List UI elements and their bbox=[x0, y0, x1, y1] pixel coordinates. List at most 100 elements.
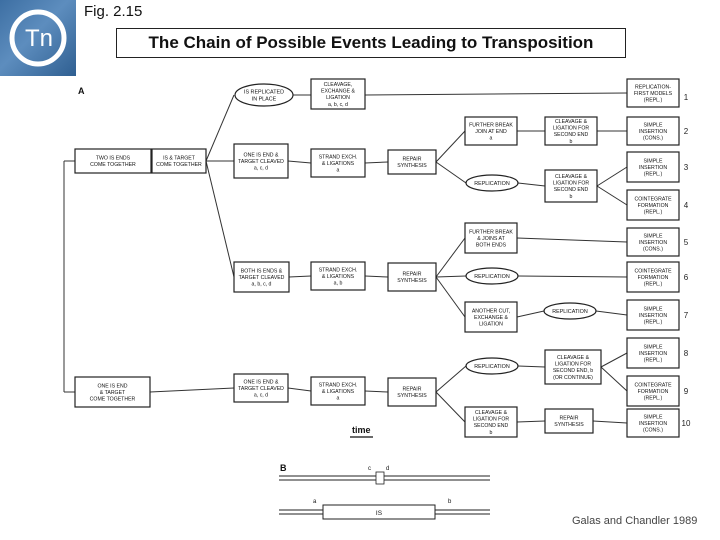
box-further-join-line: FURTHER BREAK bbox=[469, 122, 513, 128]
step-box-repair-3 bbox=[387, 377, 437, 407]
box-strand-3-line: & LIGATIONS bbox=[322, 389, 355, 395]
box-is-target-line: IS & TARGET bbox=[163, 156, 196, 162]
outcome-box-out-4 bbox=[626, 189, 680, 221]
box-out-1-line: (REPL.) bbox=[644, 97, 663, 103]
box-one-end-line: ONE IS END bbox=[98, 383, 128, 389]
step-box-further-join bbox=[464, 116, 518, 146]
step-box-strand-2 bbox=[310, 261, 366, 291]
box-cleavage-lig-3-line: LIGATION FOR bbox=[555, 362, 591, 368]
box-cleavage-top-line: EXCHANGE & bbox=[321, 89, 356, 95]
box-one-cleaved-2-line: ONE IS END & bbox=[244, 379, 279, 385]
box-out-8-line: INSERTION bbox=[639, 351, 667, 357]
end-a-label: a bbox=[313, 499, 317, 505]
box-cleavage-lig-1-line: LIGATION FOR bbox=[553, 126, 589, 132]
box-further-both-line: FURTHER BREAK bbox=[469, 229, 513, 235]
box-out-4-line: (REPL.) bbox=[644, 209, 663, 215]
outcome-box-out-7 bbox=[626, 299, 680, 331]
box-cleavage-lig-3-line: (OR CONTINUE) bbox=[553, 375, 593, 381]
box-cleavage-lig-1-line: SECOND END bbox=[554, 132, 589, 138]
box-cleavage-lig-2-line: LIGATION FOR bbox=[553, 181, 589, 187]
box-out-4-line: COINTEGRATE bbox=[634, 196, 672, 202]
site-c-label: c bbox=[368, 466, 371, 472]
outcome-box-out-5 bbox=[626, 227, 680, 257]
step-box-one-cleaved-2 bbox=[233, 373, 289, 403]
box-cleavage-lig-4-line: LIGATION FOR bbox=[473, 417, 509, 423]
oval-replication-1-line: REPLICATION bbox=[474, 181, 510, 187]
outcome-box-out-3 bbox=[626, 151, 680, 183]
figure-label: Fig. 2.15 bbox=[84, 3, 143, 20]
box-out-1-line: REPLICATION- bbox=[635, 84, 671, 90]
step-box-strand-1 bbox=[310, 148, 366, 178]
outcome-box-out-10 bbox=[626, 408, 680, 438]
step-box-cleavage-top bbox=[310, 78, 366, 110]
connector-lines bbox=[63, 92, 628, 424]
box-out-7-line: (REPL.) bbox=[644, 319, 663, 325]
box-one-cleaved-2-line: TARGET CLEAVED bbox=[238, 386, 284, 392]
box-both-cleaved-line: a, b, c, d bbox=[252, 281, 272, 287]
box-repair-1-line: SYNTHESIS bbox=[397, 163, 427, 169]
credit-text: Galas and Chandler 1989 bbox=[572, 515, 698, 527]
box-out-3-line: (REPL.) bbox=[644, 171, 663, 177]
box-out-3-line: SIMPLE bbox=[643, 158, 663, 164]
outcome-number: 3 bbox=[684, 163, 689, 172]
diagram-title: The Chain of Possible Events Leading to … bbox=[116, 28, 626, 58]
end-b-label: b bbox=[448, 499, 452, 505]
box-out-6-line: COINTEGRATE bbox=[634, 268, 672, 274]
box-strand-3-line: STRAND EXCH. bbox=[319, 382, 358, 388]
step-box-repair-1 bbox=[387, 149, 437, 175]
box-another-cut-line: EXCHANGE & bbox=[474, 315, 509, 321]
oval-is-replicated bbox=[234, 83, 294, 107]
site-d-label: d bbox=[386, 466, 389, 472]
panel-b-label: B bbox=[280, 463, 287, 473]
outcome-box-out-6 bbox=[626, 261, 680, 293]
box-one-cleaved-1-line: a, c, d bbox=[254, 165, 268, 171]
step-box-cleavage-lig-1 bbox=[544, 116, 598, 146]
oval-replication-3 bbox=[543, 302, 597, 320]
box-one-cleaved-1-line: TARGET CLEAVED bbox=[238, 159, 284, 165]
outcome-number: 2 bbox=[684, 127, 689, 136]
outcome-number: 1 bbox=[684, 93, 689, 102]
box-out-7-line: SIMPLE bbox=[643, 306, 663, 312]
tn-logo: Tn bbox=[0, 0, 76, 76]
box-one-end-line: COME TOGETHER bbox=[90, 396, 136, 402]
box-cleavage-lig-1-line: b bbox=[570, 139, 573, 145]
box-two-ends-line: COME TOGETHER bbox=[90, 162, 136, 168]
box-further-both-line: BOTH ENDS bbox=[476, 242, 507, 248]
step-box-repair-4 bbox=[544, 408, 594, 434]
oval-replication-1 bbox=[465, 174, 519, 192]
box-further-both-line: & JOINS AT bbox=[477, 236, 505, 242]
box-strand-2-line: STRAND EXCH. bbox=[319, 267, 358, 273]
outcome-number: 10 bbox=[682, 419, 691, 428]
box-cleavage-top-line: CLEAVAGE, bbox=[324, 82, 353, 88]
logo-text: Tn bbox=[25, 25, 53, 52]
box-repair-2-line: SYNTHESIS bbox=[397, 278, 427, 284]
panel-a-label: A bbox=[78, 86, 85, 96]
box-cleavage-lig-2-line: SECOND END bbox=[554, 187, 589, 193]
step-box-both-cleaved bbox=[233, 261, 290, 293]
oval-is-replicated-line: IS REPLICATED bbox=[244, 90, 284, 96]
oval-replication-2-line: REPLICATION bbox=[474, 274, 510, 280]
box-one-cleaved-1-line: ONE IS END & bbox=[244, 152, 279, 158]
oval-replication-2 bbox=[465, 267, 519, 285]
box-cleavage-lig-3-line: CLEAVAGE & bbox=[557, 355, 590, 361]
box-one-end-line: & TARGET bbox=[100, 390, 126, 396]
outcome-number: 8 bbox=[684, 349, 689, 358]
box-cleavage-lig-4-line: SECOND END bbox=[474, 423, 509, 429]
oval-is-replicated-line: IN PLACE bbox=[252, 96, 277, 102]
box-strand-1-line: STRAND EXCH. bbox=[319, 154, 358, 160]
oval-replication-4 bbox=[465, 357, 519, 375]
logo-ring-icon: Tn bbox=[9, 9, 67, 67]
box-repair-1-line: REPAIR bbox=[403, 157, 422, 163]
outcome-number: 4 bbox=[684, 201, 689, 210]
step-box-is-target bbox=[151, 148, 207, 174]
oval-replication-4-line: REPLICATION bbox=[474, 364, 510, 370]
step-box-another-cut bbox=[464, 301, 518, 333]
outcome-box-out-9 bbox=[626, 375, 680, 407]
box-another-cut-line: ANOTHER CUT, bbox=[472, 308, 510, 314]
box-out-9-line: (REPL.) bbox=[644, 395, 663, 401]
outcome-box-out-8 bbox=[626, 337, 680, 369]
outcome-number: 5 bbox=[684, 238, 689, 247]
